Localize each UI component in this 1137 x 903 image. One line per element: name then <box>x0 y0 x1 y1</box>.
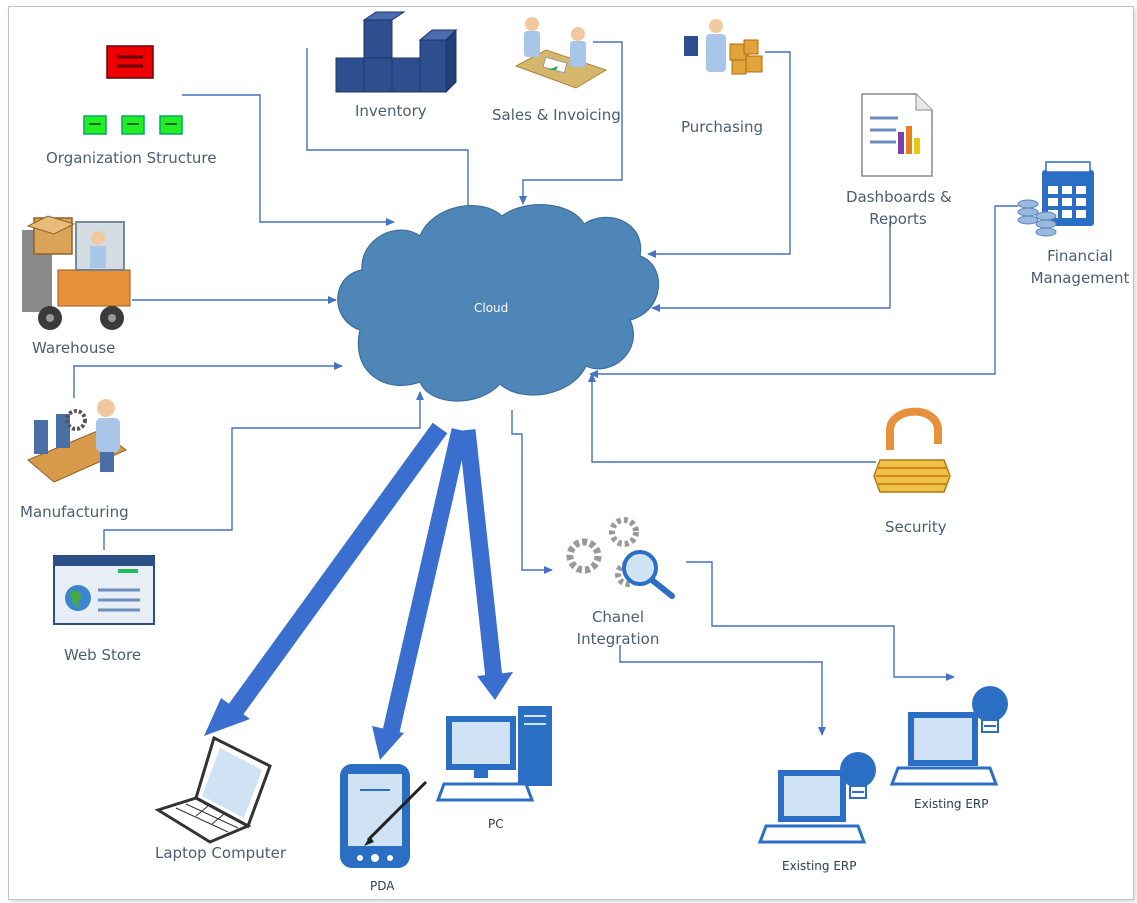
label-sales-invoicing: Sales & Invoicing <box>492 106 621 124</box>
inventory-icon <box>335 11 458 94</box>
laptop-icon <box>154 735 272 844</box>
sales-icon <box>514 17 608 89</box>
connector-chanel <box>511 410 553 574</box>
org-structure-icon <box>83 45 183 135</box>
financial-icon <box>1017 161 1094 237</box>
connector-erp-right <box>686 561 955 681</box>
connector-purchasing <box>647 51 791 258</box>
label-inventory: Inventory <box>355 102 427 120</box>
connector-security <box>588 373 876 463</box>
label-web-store: Web Store <box>64 646 142 664</box>
pc-icon <box>435 706 552 802</box>
label-pc: PC <box>488 817 504 831</box>
connector-financial <box>589 205 1018 378</box>
label-dashboards-line1: Dashboards & <box>846 188 952 206</box>
label-financial-line2: Management <box>1030 269 1130 287</box>
connector-sales <box>519 41 623 205</box>
label-manufacturing: Manufacturing <box>20 503 129 521</box>
label-existing-erp-right: Existing ERP <box>914 797 989 811</box>
connector-webstore <box>103 391 424 550</box>
purchasing-icon <box>684 19 763 75</box>
connector-erp-left <box>619 645 826 736</box>
label-security: Security <box>885 518 947 536</box>
erp-left-icon <box>757 752 876 844</box>
warehouse-icon <box>22 215 131 330</box>
label-warehouse: Warehouse <box>32 339 116 357</box>
manufacturing-icon <box>27 399 127 483</box>
connector-inventory <box>306 48 472 215</box>
cloud-shape <box>337 204 660 402</box>
label-dashboards-line2: Reports <box>869 210 927 228</box>
connector-org <box>182 94 395 226</box>
erp-right-icon <box>889 686 1008 786</box>
chanel-integration-icon <box>566 517 675 599</box>
connector-dashboards <box>651 222 891 312</box>
connector-lines <box>73 41 1018 736</box>
label-cloud: Cloud <box>474 301 509 315</box>
label-existing-erp-left: Existing ERP <box>782 859 857 873</box>
label-chanel-line2: Integration <box>576 630 660 648</box>
label-organization-structure: Organization Structure <box>46 149 217 167</box>
device-arrows <box>204 422 513 760</box>
security-icon <box>873 407 951 493</box>
connector-manufacturing <box>73 362 343 398</box>
label-purchasing: Purchasing <box>681 118 764 136</box>
label-pda: PDA <box>370 879 395 893</box>
label-chanel-line1: Chanel <box>591 608 645 626</box>
web-store-icon <box>53 555 155 625</box>
dashboards-icon <box>861 93 933 177</box>
label-laptop-computer: Laptop Computer <box>155 844 286 862</box>
pda-icon <box>340 764 428 868</box>
label-financial-line1: Financial <box>1047 247 1113 265</box>
